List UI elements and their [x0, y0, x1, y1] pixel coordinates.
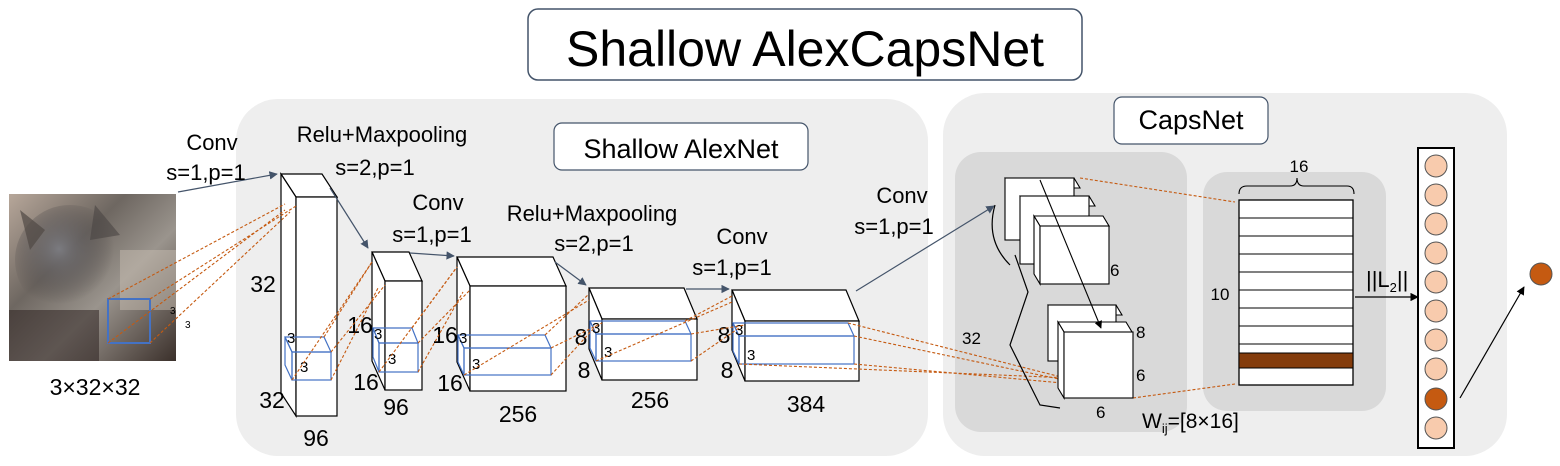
primary-capsules-bottom — [1047, 304, 1134, 400]
output-capsule — [1424, 212, 1448, 236]
primary-capsules-top — [1004, 177, 1110, 286]
flow-arrows — [177, 171, 995, 294]
input-kernel-box — [107, 298, 151, 344]
block4-kernel-h: 3 — [592, 320, 600, 337]
op5-line2: s=1,p=1 — [692, 255, 772, 280]
alexnet-label-box — [553, 122, 809, 171]
feature-block-3 — [456, 256, 567, 392]
input-image — [9, 194, 176, 361]
block1-width: 32 — [259, 387, 285, 413]
caps-bottom-dim-c: 6 — [1096, 403, 1105, 422]
diagram-title: Shallow AlexCapsNet — [566, 21, 1044, 77]
block4-height: 8 — [575, 324, 588, 350]
caps-flow-arrow — [1039, 179, 1102, 329]
input-dims-label: 3×32×32 — [50, 374, 141, 400]
caps-bottom-dim-a: 8 — [1136, 323, 1145, 342]
output-capsule — [1424, 328, 1448, 352]
op5-line1: Conv — [716, 224, 767, 249]
output-capsule-active — [1424, 387, 1448, 411]
op4-line1: Relu+Maxpooling — [507, 201, 678, 226]
block2-depth: 96 — [383, 394, 409, 420]
norm-label: ||L2|| — [1366, 267, 1408, 295]
caps-top-dim: 6 — [1110, 261, 1119, 280]
block2-kernel-w: 3 — [388, 351, 396, 368]
block1-kernel-w: 3 — [300, 359, 308, 376]
output-capsule — [1424, 270, 1448, 294]
caps-brace-top — [991, 204, 1011, 266]
block3-width: 16 — [437, 370, 463, 396]
capsnet-label-box — [1113, 96, 1269, 145]
capsnet-label: CapsNet — [1138, 105, 1244, 135]
block3-kernel-w: 3 — [472, 356, 480, 373]
output-capsule — [1424, 357, 1448, 381]
block3-kernel-h: 3 — [459, 330, 467, 347]
input-kernel-h: 3 — [170, 306, 176, 317]
op1-line2: s=1,p=1 — [166, 160, 246, 185]
output-capsule — [1424, 183, 1448, 207]
matrix-cols-brace — [1238, 177, 1355, 195]
block2-kernel-h: 3 — [374, 326, 382, 343]
block5-depth: 384 — [787, 391, 826, 417]
weight-label: Wij=[8×16] — [1142, 410, 1239, 436]
op4-line2: s=2,p=1 — [554, 231, 634, 256]
block4-kernel-w: 3 — [604, 344, 612, 361]
block5-width: 8 — [721, 357, 734, 383]
feature-block-5 — [731, 289, 860, 382]
caps-brace — [1009, 254, 1061, 409]
op6-line2: s=1,p=1 — [854, 214, 934, 239]
caps-count: 32 — [962, 329, 981, 348]
output-capsule — [1424, 241, 1448, 265]
matrix-rows: 10 — [1211, 285, 1230, 304]
block1-kernel-h: 3 — [287, 330, 295, 347]
op2-line2: s=2,p=1 — [335, 155, 415, 180]
feature-block-1 — [279, 171, 339, 419]
block1-height: 32 — [250, 271, 276, 297]
input-kernel-w: 3 — [185, 320, 191, 331]
weight-matrix — [1238, 199, 1354, 386]
block3-height: 16 — [432, 322, 458, 348]
matrix-cols: 16 — [1290, 157, 1309, 176]
block1-depth: 96 — [303, 425, 329, 451]
op2-line1: Relu+Maxpooling — [297, 122, 468, 147]
block3-depth: 256 — [499, 401, 537, 427]
op3-line2: s=1,p=1 — [392, 222, 472, 247]
prediction-node — [1529, 262, 1553, 286]
output-capsule — [1424, 299, 1448, 323]
block5-kernel-h: 3 — [735, 322, 743, 339]
block5-kernel-w: 3 — [747, 347, 755, 364]
output-capsule — [1424, 154, 1448, 178]
matrix-highlight-row — [1238, 352, 1354, 369]
output-capsules — [1424, 154, 1448, 440]
op1-line1: Conv — [186, 130, 237, 155]
output-capsule — [1424, 416, 1448, 440]
alexnet-label: Shallow AlexNet — [583, 134, 779, 164]
title-box — [527, 8, 1083, 81]
output-arrow — [1459, 286, 1525, 399]
block4-width: 8 — [578, 357, 591, 383]
receptive-field-lines — [107, 177, 1236, 399]
block2-width: 16 — [353, 369, 379, 395]
op6-line1: Conv — [876, 183, 927, 208]
feature-block-4 — [588, 287, 698, 381]
op3-line1: Conv — [412, 190, 463, 215]
caps-bottom-dim-b: 6 — [1136, 366, 1145, 385]
block4-depth: 256 — [631, 387, 669, 413]
feature-block-2 — [371, 251, 423, 391]
